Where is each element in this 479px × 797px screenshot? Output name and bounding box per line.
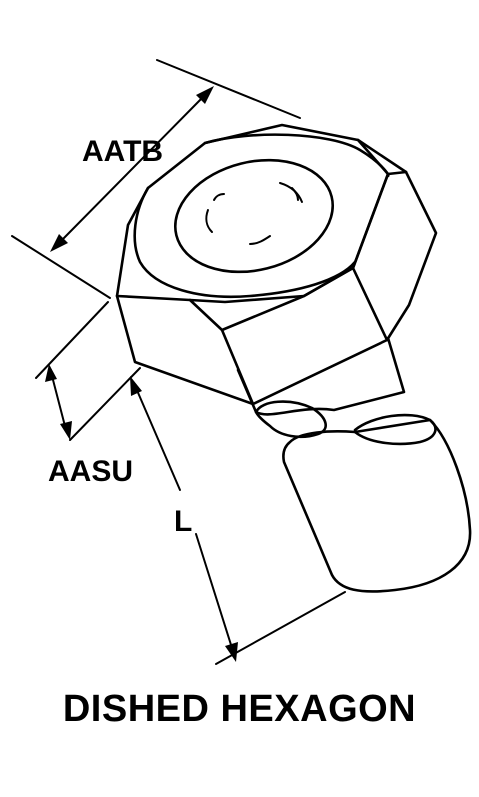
dim-line-aatb: [61, 95, 205, 241]
shank-break-lower: [353, 413, 437, 446]
dished-recess: [173, 158, 335, 274]
arrowhead-aatb-top: [196, 86, 214, 104]
shank-break-upper: [254, 400, 327, 439]
ext-line-aatb-top: [156, 59, 301, 119]
recess-shade-mark-5: [213, 193, 225, 201]
label-aatb: AATB: [82, 135, 163, 168]
shank-upper-section: [236, 336, 406, 416]
ext-line-aatb-bottom: [11, 235, 111, 299]
recess-outer-ellipse: [173, 158, 335, 274]
arrowhead-aatb-bottom: [50, 234, 68, 252]
ext-line-length-bottom: [215, 591, 346, 665]
label-aasu: AASU: [48, 455, 133, 488]
diagram-caption: DISHED HEXAGON: [62, 688, 417, 730]
dim-line-length-upper: [135, 387, 181, 491]
dimension-length: [130, 376, 238, 662]
arrowhead-length-top: [130, 376, 142, 396]
arrowhead-aasu-bottom: [60, 421, 72, 440]
dimension-aatb: [50, 86, 214, 252]
arrowhead-length-bottom: [225, 642, 238, 662]
shank-lower-section: [282, 418, 472, 593]
ext-line-aasu-top: [35, 301, 109, 379]
bolt-shank: [236, 336, 472, 593]
recess-shade-mark-1: [205, 209, 213, 233]
dimension-aasu: [45, 364, 72, 440]
hex-head-top-rim: [133, 133, 390, 298]
recess-shade-mark-4: [291, 187, 299, 201]
arrowhead-aasu-top: [45, 364, 57, 382]
ext-line-aasu-bottom: [69, 367, 141, 441]
label-length: L: [174, 505, 192, 538]
dim-line-length-lower: [195, 533, 233, 649]
hex-head-far-face: [351, 170, 438, 342]
extension-lines: [11, 59, 346, 665]
recess-shade-mark-2: [249, 235, 271, 245]
dim-line-aasu: [51, 375, 67, 431]
hex-head: [115, 123, 438, 406]
hex-head-edge-top: [356, 138, 408, 174]
